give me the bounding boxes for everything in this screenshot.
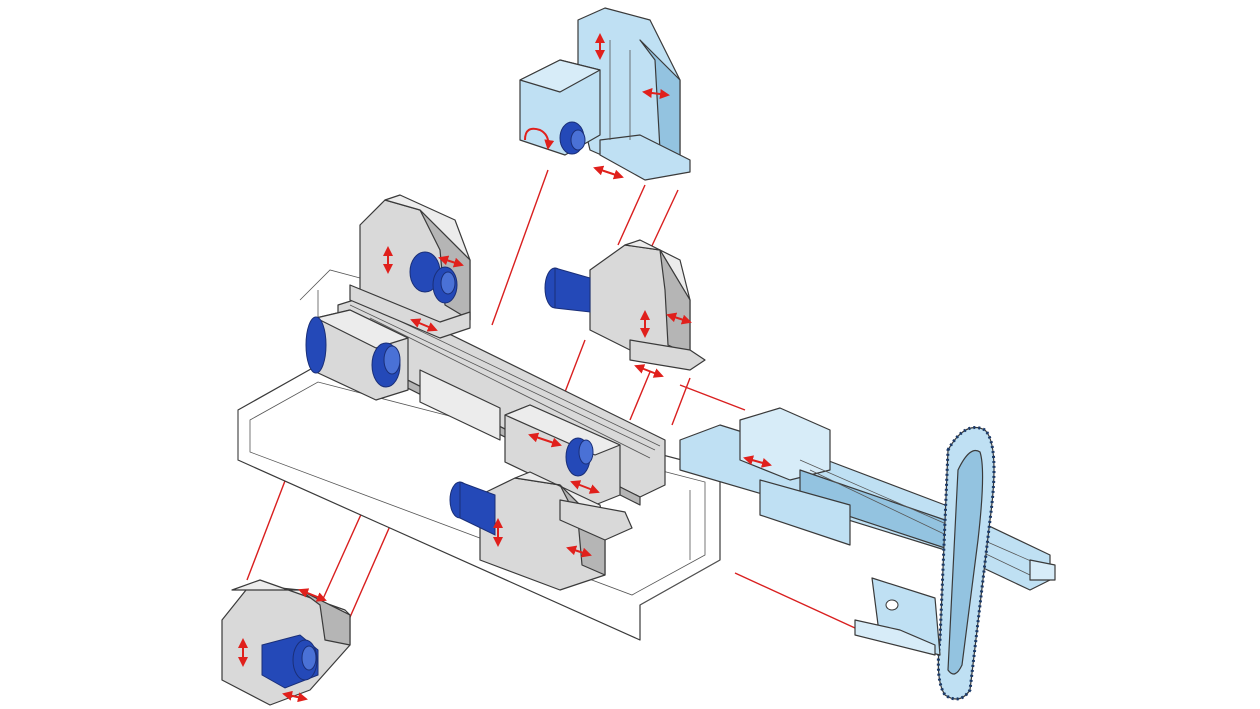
upper-left-slide-base-arrow [410, 318, 438, 332]
milling-head-unit [519, 7, 691, 181]
bar-loader-unit [679, 407, 1056, 591]
lower-center-slide-base-arrow [570, 480, 600, 494]
lower-center-turret-slide [449, 471, 633, 591]
upper-right-slide-horizontal-arrow [666, 312, 692, 325]
lower-left-slide-base-arrow [282, 690, 308, 703]
counter-spindle-travel-arrow [528, 432, 562, 448]
milling-head-base-slide-arrow [593, 165, 624, 180]
chip-conveyor-chain [854, 426, 996, 701]
lower-left-slide-horizontal-arrow [298, 588, 327, 602]
milling-head-horizontal-arrow [642, 88, 670, 99]
lower-center-slide-horizontal-arrow [566, 545, 592, 558]
upper-right-turret-slide [544, 239, 706, 378]
upper-left-turret-slide [349, 194, 471, 339]
counter-spindle-carriage [504, 404, 621, 506]
bar-loader-pusher-arrow [743, 455, 772, 468]
milling-head-rotary-arrow [524, 127, 555, 150]
lower-left-turret-slide [221, 579, 351, 706]
upper-left-slide-horizontal-arrow [438, 255, 464, 268]
upper-right-slide-base-arrow [634, 364, 664, 378]
